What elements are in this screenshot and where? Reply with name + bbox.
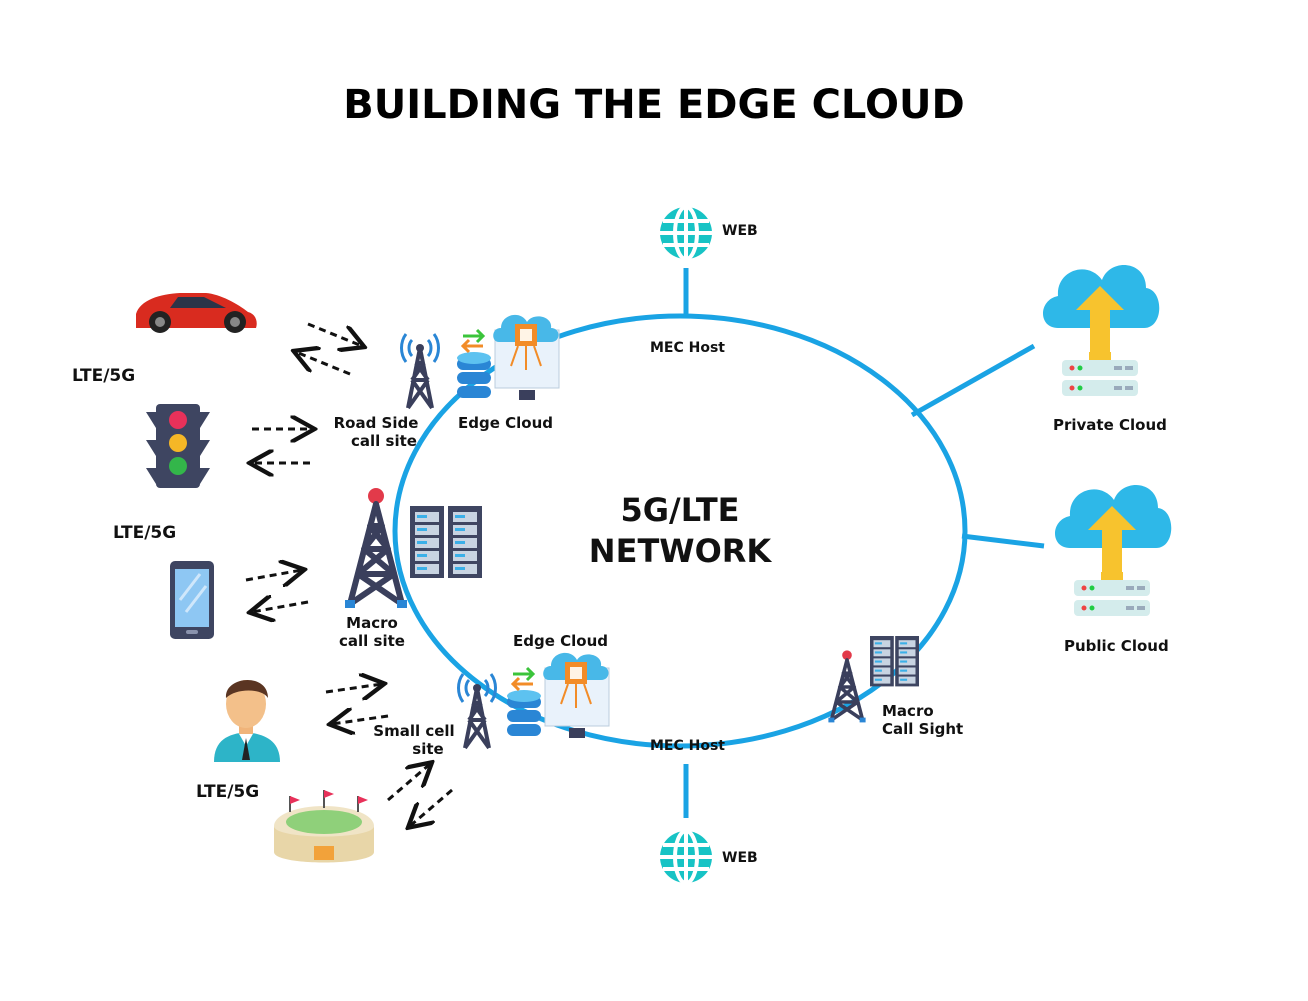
mec-host-bottom-label: MEC Host — [650, 738, 726, 754]
edge-cloud-bottom-label: Edge Cloud — [513, 632, 608, 650]
macro-call-sight-label: Macro Call Sight — [882, 702, 963, 738]
road-side-label: Road Side call site — [330, 414, 422, 450]
small-cell-line2: site — [412, 740, 444, 758]
network-label-line2: NETWORK — [588, 532, 772, 570]
signal-arrows — [246, 322, 453, 826]
lte-car-label: LTE/5G — [72, 366, 136, 386]
road-side-line2: call site — [351, 432, 417, 450]
lte-traffic-label: LTE/5G — [113, 523, 177, 543]
mec-host-top-label: MEC Host — [650, 340, 726, 356]
small-cell-line1: Small cell — [373, 722, 455, 740]
road-side-line1: Road Side — [333, 414, 419, 432]
private-cloud-connector — [910, 343, 1036, 418]
network-label-line1: 5G/LTE — [620, 491, 740, 529]
tower-icon — [399, 332, 441, 410]
globe-icon — [658, 829, 714, 885]
cloud-upload-icon — [1055, 485, 1172, 616]
macro-call-sight-line1: Macro — [882, 702, 934, 720]
traffic-light-icon — [146, 404, 210, 488]
page-title: BUILDING THE EDGE CLOUD — [343, 82, 965, 128]
server-rack-icon — [448, 506, 482, 578]
network-ring — [392, 313, 968, 749]
car-icon — [136, 293, 257, 333]
macro-call-site-label: Macro call site — [330, 614, 414, 650]
macro-call-site-line1: Macro — [346, 614, 398, 632]
small-cell-label: Small cell site — [372, 722, 456, 758]
private-cloud-label: Private Cloud — [1053, 416, 1167, 434]
public-cloud-connector — [961, 533, 1045, 549]
macro-call-sight-line2: Call Sight — [882, 720, 964, 738]
tower-icon — [826, 648, 868, 725]
network-label: 5G/LTE NETWORK — [560, 490, 800, 572]
smartphone-icon — [170, 561, 214, 639]
lte-person-label: LTE/5G — [196, 782, 260, 802]
public-cloud-label: Public Cloud — [1064, 637, 1169, 655]
person-icon — [214, 679, 280, 762]
stadium-icon — [274, 790, 374, 863]
web-top-label: WEB — [722, 223, 758, 239]
macro-call-site-line2: call site — [339, 632, 405, 650]
server-rack-icon — [410, 506, 444, 578]
edge-cloud-icon — [455, 313, 561, 402]
tower-icon — [456, 672, 498, 750]
edge-cloud-icon — [505, 651, 611, 740]
edge-cloud-top-label: Edge Cloud — [458, 414, 553, 432]
server-rack-icon — [870, 636, 919, 687]
web-bottom-label: WEB — [722, 850, 758, 866]
cloud-upload-icon — [1043, 265, 1160, 396]
globe-icon — [658, 205, 714, 261]
